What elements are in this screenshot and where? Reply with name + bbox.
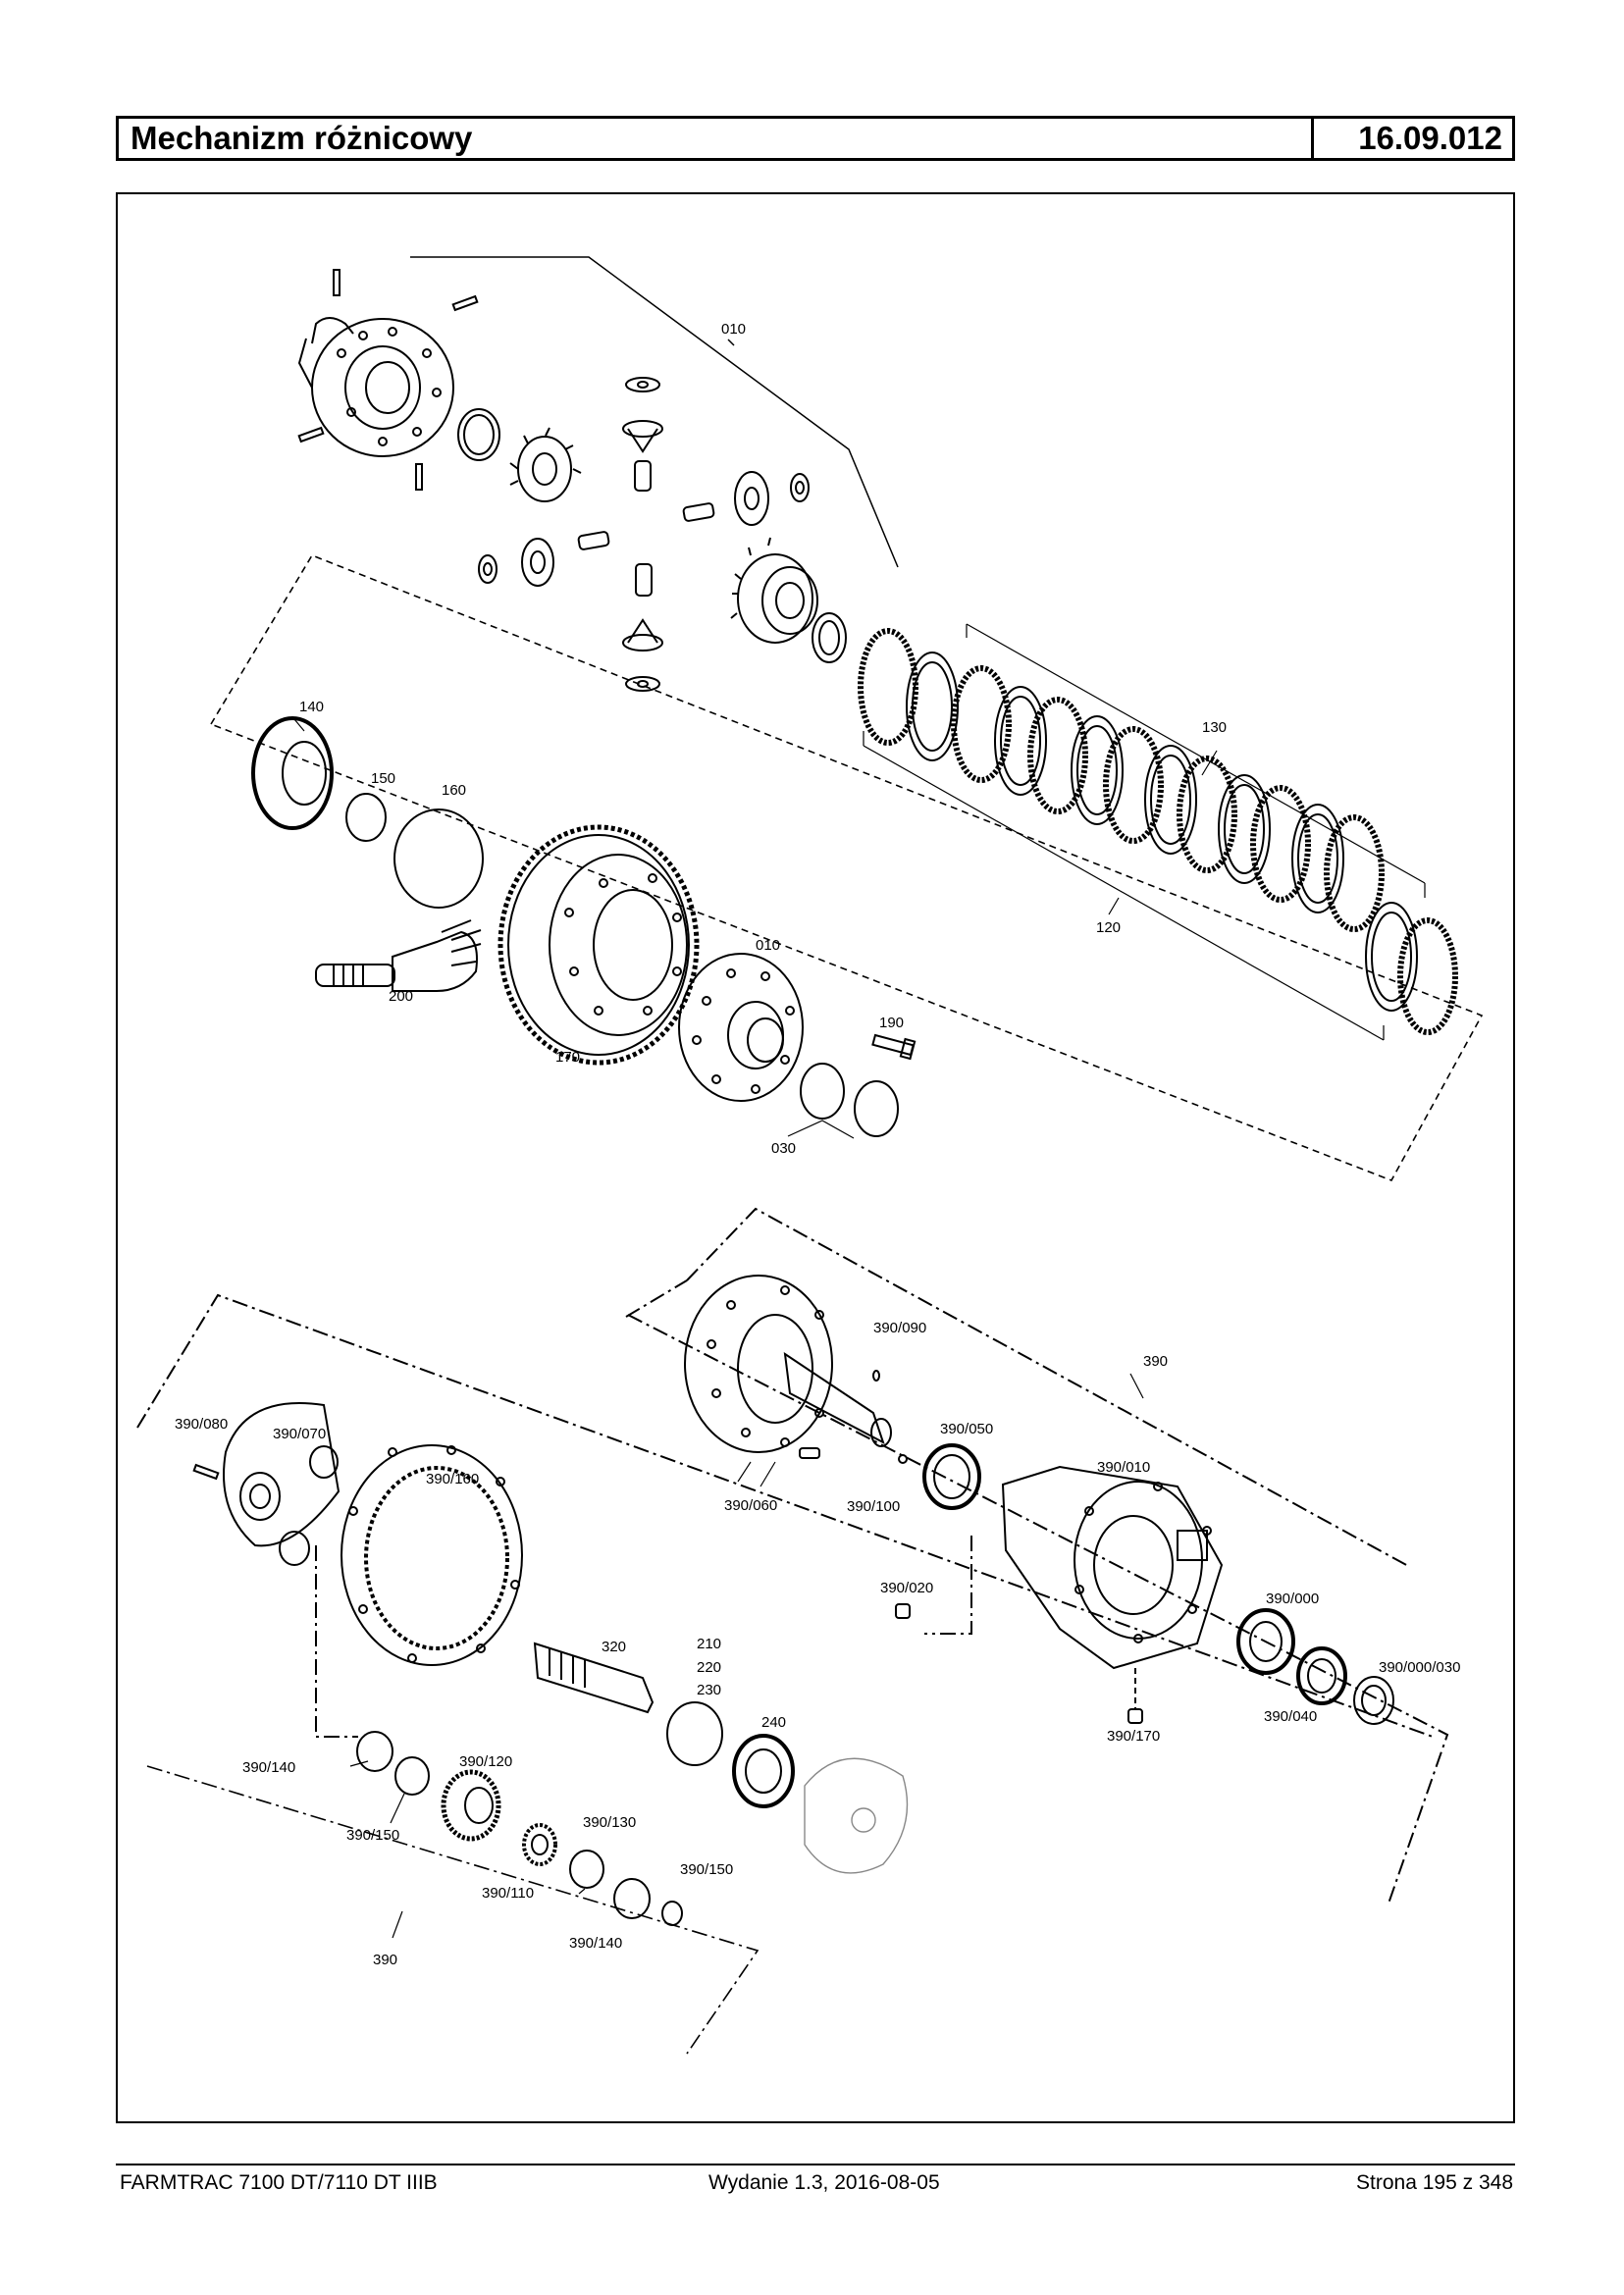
steel-disc-icon (906, 652, 1418, 1012)
label-390-140-lower: 390/140 (569, 1935, 622, 1952)
label-230: 230 (697, 1682, 721, 1698)
label-190: 190 (879, 1015, 904, 1031)
label-390-top: 390 (1143, 1353, 1168, 1370)
footer-edition: Wydanie 1.3, 2016-08-05 (708, 2171, 940, 2194)
crown-wheel-icon (498, 824, 700, 1066)
bearing-icon (1236, 1608, 1394, 1725)
label-030: 030 (771, 1140, 796, 1157)
pin-icon (297, 269, 479, 491)
label-320: 320 (602, 1639, 626, 1655)
right-group-boundary (686, 1207, 1409, 1567)
upper-group-boundary (210, 554, 1484, 1181)
pinion-shaft-icon (315, 919, 482, 992)
footer-model: FARMTRAC 7100 DT/7110 DT IIIB (120, 2171, 438, 2194)
retaining-ring-icon (661, 1901, 683, 1926)
friction-disc-icon (858, 628, 1458, 1035)
planet-gear-icon (730, 537, 818, 644)
label-200: 200 (389, 988, 413, 1005)
bevel-gear-icon (478, 377, 810, 692)
label-160: 160 (442, 782, 466, 799)
pin-icon (192, 1463, 220, 1481)
label-390-060: 390/060 (724, 1497, 777, 1514)
label-390-000: 390/000 (1266, 1591, 1319, 1607)
axle-housing-icon (1001, 1465, 1224, 1670)
label-390-150-lower: 390/150 (680, 1861, 733, 1878)
oil-seal-icon (922, 1443, 981, 1510)
label-390-010: 390/010 (1097, 1459, 1150, 1476)
o-ring-icon (345, 793, 387, 842)
label-240: 240 (761, 1714, 786, 1731)
header-bar: Mechanizm różnicowy 16.09.012 (116, 116, 1515, 161)
label-390-020: 390/020 (880, 1580, 933, 1596)
label-170: 170 (555, 1049, 580, 1066)
washer-icon (812, 612, 847, 663)
needle-bearing-icon (522, 1823, 557, 1866)
footer-rule (116, 2164, 1515, 2165)
bearing-icon (732, 1734, 795, 1808)
label-210: 210 (697, 1636, 721, 1652)
retaining-ring-icon (569, 1850, 604, 1889)
label-390-040: 390/040 (1264, 1708, 1317, 1725)
differential-housing-icon (297, 317, 454, 457)
label-150: 150 (371, 770, 395, 787)
page-title: Mechanizm różnicowy (119, 119, 1314, 158)
label-130: 130 (1202, 719, 1227, 736)
label-010-cover: 010 (756, 937, 780, 954)
label-120: 120 (1096, 919, 1121, 936)
label-220: 220 (697, 1659, 721, 1676)
circlip-icon (800, 1063, 899, 1137)
half-shaft-icon (684, 1275, 892, 1453)
plug-icon (895, 1603, 911, 1619)
sun-shaft-icon (533, 1642, 655, 1714)
label-390-000-030: 390/000/030 (1379, 1659, 1460, 1676)
drain-plug-icon (1127, 1708, 1143, 1724)
planet-circlip-icon (356, 1731, 430, 1796)
label-390-120: 390/120 (459, 1753, 512, 1770)
left-group-boundary (136, 1293, 1434, 1738)
seal-ring-icon (393, 808, 484, 909)
clutch-disc-pack (858, 623, 1458, 1041)
leader-010-top (410, 256, 899, 568)
diagram-frame (116, 192, 1515, 2123)
housing-ghost-icon (804, 1757, 909, 1874)
label-390-070: 390/070 (273, 1426, 326, 1442)
label-390-110: 390/110 (482, 1885, 534, 1902)
label-390-150-upper: 390/150 (346, 1827, 399, 1844)
label-390-050: 390/050 (940, 1421, 993, 1437)
label-390-080: 390/080 (175, 1416, 228, 1433)
differential-cover-icon (678, 953, 804, 1102)
label-140: 140 (299, 699, 324, 715)
label-390-140-upper: 390/140 (242, 1759, 295, 1776)
snap-ring-icon (666, 1701, 723, 1766)
label-390-160: 390/160 (426, 1471, 479, 1487)
bracket-120 (863, 745, 1385, 1041)
label-390-bottom: 390 (373, 1952, 397, 1968)
cross-pin-icon (577, 460, 715, 597)
label-390-170: 390/170 (1107, 1728, 1160, 1745)
grease-nipple-icon (872, 1370, 880, 1382)
label-010: 010 (721, 321, 746, 338)
ring-gear-icon (341, 1444, 523, 1666)
thrust-plate-icon (251, 716, 334, 830)
label-390-130: 390/130 (583, 1814, 636, 1831)
retaining-ring-icon (613, 1878, 651, 1919)
footer-page: Strona 195 z 348 (1356, 2171, 1513, 2194)
label-390-100: 390/100 (847, 1498, 900, 1515)
label-390-090: 390/090 (873, 1320, 926, 1336)
planet-carrier-icon (223, 1402, 341, 1566)
thrust-washer-icon (457, 408, 500, 461)
planet-pinion-icon (441, 1769, 501, 1842)
section-number: 16.09.012 (1358, 120, 1502, 156)
stud-icon (799, 1447, 820, 1459)
bolt-icon (871, 1033, 917, 1061)
bracket-130 (966, 623, 1426, 884)
